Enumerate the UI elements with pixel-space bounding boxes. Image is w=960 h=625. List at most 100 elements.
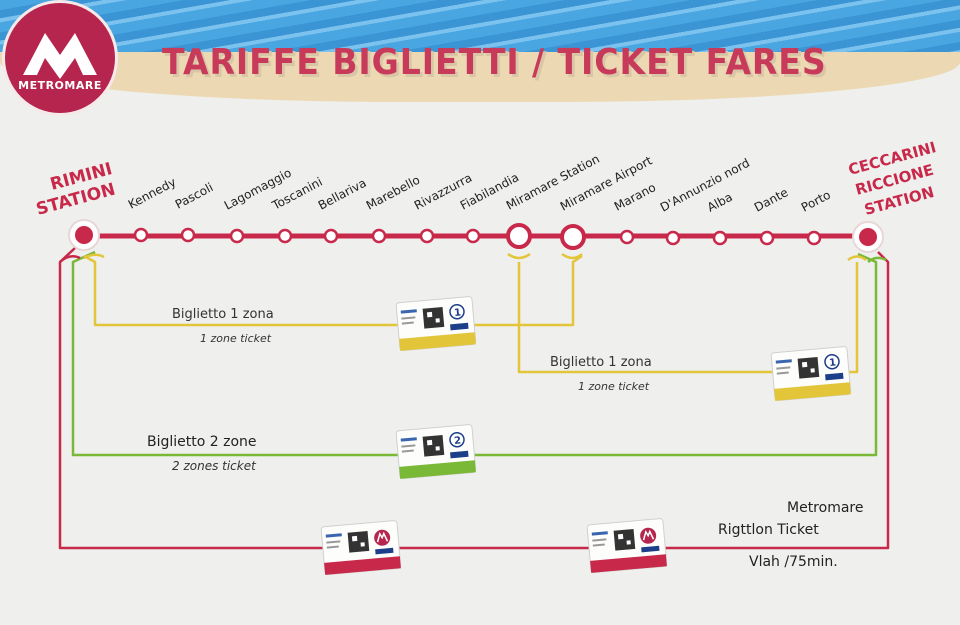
station-marker [759, 230, 775, 246]
zone1-right-label-it: Biglietto 1 zona [550, 355, 652, 370]
station-marker [506, 223, 532, 249]
station-marker [229, 228, 245, 244]
zone-number-badge [824, 353, 840, 370]
ticket-text-mark [400, 437, 417, 442]
zone2-end-cap [867, 256, 887, 263]
metromare-ticket-right[interactable] [586, 518, 668, 574]
station-label: Marano [612, 180, 658, 213]
metromare-label-line2: Rigttlon Ticket [718, 522, 819, 538]
ticket-text-mark [325, 533, 342, 538]
qr-mark [617, 533, 624, 540]
ticket-text-mark [776, 366, 791, 370]
station-label: Dante [752, 185, 791, 214]
station-marker [465, 228, 481, 244]
ticket-text-mark [776, 371, 789, 375]
station-marker [712, 230, 728, 246]
qr-mark [435, 446, 440, 451]
qr-mark [801, 361, 808, 368]
logo-m-icon [23, 33, 97, 79]
zone-number: 1 [454, 307, 462, 319]
zone2-label-en: 2 zones ticket [172, 459, 257, 473]
station-label: D'Annunzio nord [658, 156, 752, 215]
zone2-label-it: Biglietto 2 zone [147, 434, 257, 450]
zone-number-badge [449, 303, 465, 320]
qr-code-icon [797, 356, 820, 379]
zone-number: 1 [829, 357, 837, 369]
ticket-text-mark [326, 540, 341, 544]
ticket-band [590, 554, 667, 573]
zone1-right-ticket[interactable]: 1 [770, 346, 852, 402]
zone1-right-fare-line [517, 262, 859, 374]
operator-mark [450, 450, 469, 459]
station-1[interactable]: Pascoli [173, 180, 216, 243]
operator-mark [825, 372, 844, 381]
ticket-band [399, 332, 476, 351]
operator-mark [450, 322, 469, 331]
station-marker [560, 224, 586, 250]
sand-banner [0, 52, 960, 102]
station-marker [619, 229, 635, 245]
qr-code-icon [613, 528, 636, 551]
ticket-band [399, 460, 476, 479]
zone-number: 2 [454, 435, 462, 447]
station-label: Alba [705, 190, 735, 215]
zone1-mid-cap [561, 252, 583, 260]
zone1-left-start-cap [83, 253, 105, 260]
zone1-left-fare-line [83, 254, 583, 327]
metromare-label-line3: Vlah /75min. [749, 554, 838, 570]
zone2-ticket[interactable]: 2 [395, 424, 477, 480]
qr-mark [435, 318, 440, 323]
zone1-left-ticket[interactable]: 1 [395, 296, 477, 352]
station-marker [180, 227, 196, 243]
metromare-ticket-left[interactable] [320, 520, 402, 576]
qr-mark [810, 368, 815, 373]
station-marker [133, 227, 149, 243]
qr-code-icon [422, 306, 445, 329]
station-marker [371, 228, 387, 244]
station-5[interactable]: Marebello [364, 173, 422, 244]
qr-mark [351, 535, 358, 542]
ticket-text-mark [591, 531, 608, 536]
operator-mark [375, 547, 394, 555]
operator-mark [641, 545, 660, 553]
ticket-text-mark [401, 316, 416, 320]
metromare-fare-line [58, 247, 890, 550]
ticket-band [774, 382, 851, 401]
qr-mark [426, 439, 433, 446]
ticket-text-mark [401, 321, 414, 325]
metromare-label-line1: Metromare [787, 500, 863, 516]
ticket-text-mark [775, 359, 792, 364]
station-label: Miramare Airport [558, 153, 655, 213]
zone1-left-label-en: 1 zone ticket [200, 332, 272, 345]
qr-code-icon [347, 530, 370, 553]
station-label: Marebello [364, 173, 422, 213]
zone1-right-label-en: 1 zone ticket [578, 380, 650, 393]
zone2-fare-line [71, 250, 878, 457]
zone-number-badge [449, 431, 465, 448]
badge-m-glyph [642, 529, 655, 541]
ticket-text-mark [400, 309, 417, 314]
station-label: Porto [799, 188, 833, 215]
station-marker [419, 228, 435, 244]
station-11[interactable]: D'Annunzio nord [658, 156, 752, 246]
rimini-terminal-dot [75, 226, 93, 244]
riccione-terminal-dot [859, 228, 877, 246]
sea-banner [0, 0, 960, 60]
station-label: Kennedy [126, 175, 178, 212]
metromare-start-cap [59, 254, 81, 263]
metromare-logo: METROMARE [5, 3, 115, 113]
station-marker [806, 230, 822, 246]
qr-code-icon [422, 434, 445, 457]
station-0[interactable]: Kennedy [126, 175, 178, 243]
qr-mark [360, 542, 365, 547]
station-marker [277, 228, 293, 244]
page-title: TARIFFE BIGLIETTI / TICKET FARES [162, 42, 827, 83]
station-label: Pascoli [173, 180, 216, 212]
ticket-text-mark [592, 538, 607, 542]
zone1-left-label-it: Biglietto 1 zona [172, 307, 274, 322]
ticket-text-mark [592, 543, 605, 547]
logo-text: METROMARE [18, 79, 102, 92]
ticket-text-mark [401, 444, 416, 448]
